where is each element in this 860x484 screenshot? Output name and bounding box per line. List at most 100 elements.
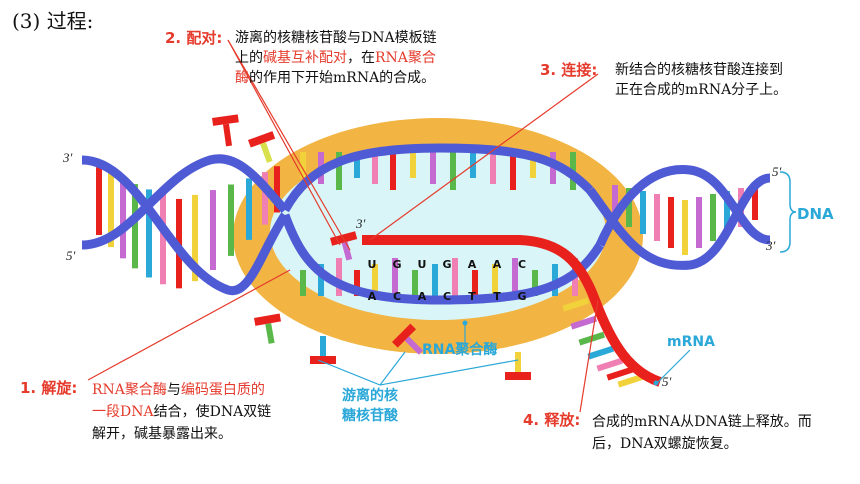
coding-base (472, 270, 478, 296)
dna-rung (228, 184, 234, 256)
leader-mrna-dot (653, 380, 659, 386)
dna-rung (668, 197, 674, 248)
dna-coding-strand (280, 213, 604, 305)
coding-base (392, 258, 398, 296)
dna-base-letter: T (468, 290, 476, 303)
dna-rung (626, 188, 632, 227)
step-pairing-line2-c: ，在 (347, 50, 375, 66)
leader-polymerase-dot (462, 320, 468, 326)
dna-brace (779, 171, 797, 253)
mrna-base (596, 357, 624, 372)
mrna-base (606, 366, 634, 381)
dna-rung (696, 197, 702, 248)
leader-pairing-2 (227, 39, 351, 251)
template-base (354, 152, 360, 178)
coding-base (354, 270, 360, 296)
dna-base-letter: C (393, 290, 401, 303)
dna-rung (640, 191, 646, 234)
dna-rung (210, 190, 216, 271)
step-pairing-line3-a: 酶 (235, 70, 249, 86)
step-release-label: 4. 释放: (523, 411, 581, 429)
coding-base (512, 258, 518, 296)
rna-base-letter: A (468, 258, 477, 271)
leader-release (579, 299, 599, 413)
mrna-bases (562, 297, 645, 388)
step-unwind-line2-b: 结合，使DNA双链 (153, 404, 272, 420)
dna-rung (132, 184, 138, 269)
strand-end-right-top: 5′ (772, 164, 782, 179)
rna-base-letter: G (442, 258, 451, 271)
leader-pairing-1 (227, 39, 341, 246)
free-nucleotide-4 (253, 313, 281, 344)
step-unwind-line1-b: 与 (166, 382, 181, 398)
leader-mrna (657, 349, 691, 383)
section-heading: (3) 过程: (12, 9, 94, 33)
dna-rung (724, 191, 730, 234)
step-pairing-line3-b: 的作用下开始mRNA的合成。 (249, 70, 436, 86)
rna-polymerase-label: RNA聚合酶 (422, 342, 498, 358)
dna-strand-right-b (595, 165, 771, 247)
leader-connect (369, 73, 599, 241)
step-pairing-highlight-2: RNA聚合 (375, 50, 436, 66)
dna-base-letter: A (418, 290, 427, 303)
free-nucleotide-7 (505, 352, 531, 380)
free-nucleotide-2 (248, 131, 276, 163)
step-pairing-line2-a: 上的 (235, 50, 263, 66)
dna-label: DNA (797, 205, 834, 223)
template-base (510, 152, 516, 190)
free-nucleotide-5 (310, 336, 336, 364)
step-pairing-line2: 上的碱基互补配对，在RNA聚合 (235, 48, 436, 68)
dna-rung (120, 178, 126, 259)
free-nucleotide-6 (392, 323, 424, 355)
step-unwind-line1: RNA聚合酶与编码蛋白质的 (92, 380, 265, 400)
template-base (390, 152, 396, 190)
coding-base (532, 270, 538, 296)
step-unwind-line2: 一段DNA结合，使DNA双链 (92, 402, 271, 422)
dna-rung (612, 185, 618, 220)
step-pairing-line3: 酶的作用下开始mRNA的合成。 (235, 68, 435, 88)
dna-base-letter: G (517, 290, 526, 303)
coding-base (318, 264, 324, 296)
step-release-line2: 后，DNA双螺旋恢复。 (592, 436, 738, 452)
free-nucleotides-label-2: 糖核苷酸 (342, 408, 398, 424)
dna-strand-right-a (586, 173, 771, 270)
rna-base-letter: A (493, 258, 502, 271)
step-pairing-line1: 游离的核糖核苷酸与DNA模板链 (235, 30, 437, 46)
dna-rung (710, 194, 716, 241)
strand-end-rna-start: 3′ (356, 216, 366, 231)
leader-free-nt-2 (379, 351, 406, 386)
dna-rung (160, 194, 166, 285)
step-connect-line1: 新结合的核糖核苷酸连接到 (615, 62, 783, 78)
strand-end-left-top: 3′ (63, 150, 73, 165)
step-unwind-highlight-1: RNA聚合酶 (92, 382, 167, 398)
template-base (430, 152, 436, 184)
mrna-label: mRNA (667, 334, 715, 350)
dna-rung (246, 178, 252, 240)
step-connect-label: 3. 连接: (540, 61, 598, 79)
free-nucleotide-1 (212, 114, 239, 147)
rna-base-letter: U (368, 258, 377, 271)
template-base (372, 152, 378, 184)
dna-rung (274, 166, 280, 213)
dna-rung (146, 189, 152, 278)
template-base (490, 152, 496, 184)
coding-base (336, 258, 342, 296)
dna-strand-left-b (81, 154, 289, 250)
dna-rung (654, 194, 660, 241)
step-unwind-highlight-3: 一段DNA (92, 404, 154, 420)
coding-base (372, 264, 378, 296)
mrna-base (570, 315, 598, 330)
dna-rung (108, 172, 114, 248)
mrna-base (617, 373, 645, 388)
dna-base-letter: T (493, 290, 501, 303)
dna-base-letter: A (368, 290, 377, 303)
leader-free-nt-1 (317, 359, 381, 386)
coding-base (412, 270, 418, 296)
step-unwind-label: 1. 解旋: (20, 379, 78, 397)
dna-template-strand (281, 143, 594, 213)
free-nucleotides-label-1: 游离的核 (342, 388, 398, 404)
